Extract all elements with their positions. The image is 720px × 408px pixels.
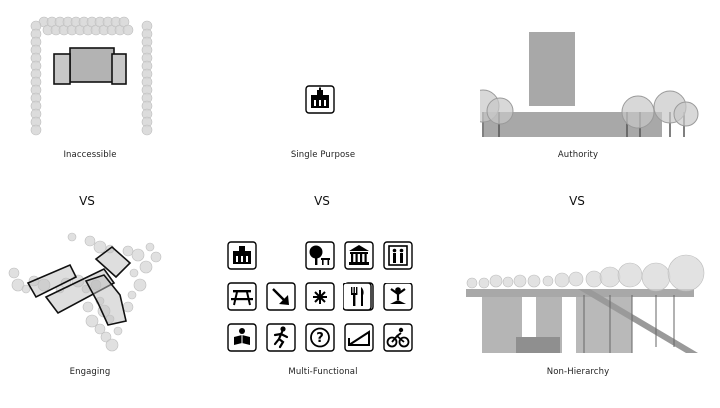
tree-circle [8, 267, 20, 279]
tree-circle [585, 270, 603, 288]
non-hierarchy-diagram [466, 254, 705, 353]
tree-circle [131, 248, 145, 262]
cycling-icon [383, 323, 413, 352]
museum-icon [344, 241, 374, 270]
arrow-down-right-icon [266, 282, 296, 311]
tree-circle [617, 262, 643, 288]
tree-circle [568, 271, 584, 287]
tree-circle [466, 277, 478, 289]
tree-canopy-row [466, 254, 705, 292]
skating-icon [266, 323, 296, 352]
tree-circle [113, 326, 123, 336]
vs-label-2: VS [314, 194, 330, 208]
tree-circle [100, 331, 112, 343]
tree-circle [30, 124, 42, 136]
tree-border [30, 16, 153, 136]
tree-circle [129, 268, 139, 278]
tree-circle [82, 301, 94, 313]
tree-circle [599, 266, 621, 288]
tree-circle [478, 277, 490, 289]
vs-label-3: VS [569, 194, 585, 208]
tree-circle [67, 232, 77, 242]
overlapping-buildings [466, 289, 698, 353]
engaging-diagram [8, 232, 162, 352]
caption-inaccessible: Inaccessible [63, 150, 117, 160]
caption-single-purpose: Single Purpose [290, 150, 356, 160]
tree-circle [502, 276, 514, 288]
meditation-icon [383, 283, 413, 311]
tree-circle [141, 124, 153, 136]
tree-circle [93, 240, 107, 254]
tree-circle [94, 323, 106, 335]
information-icon: ? [305, 323, 335, 352]
vs-label-1: VS [79, 194, 95, 208]
caption-authority: Authority [557, 150, 599, 160]
tree-circle [105, 338, 119, 352]
skate-ramp-icon [344, 323, 374, 352]
tree-circle [122, 24, 134, 36]
picnic-table-icon [227, 282, 257, 311]
reading-icon [227, 323, 257, 352]
tower-building [529, 32, 575, 106]
tree-circle [133, 278, 147, 292]
tree-circle [85, 314, 99, 328]
caption-non-hierarchy: Non-Hierarchy [546, 367, 610, 377]
caption-multi-functional: Multi-Functional [288, 367, 358, 377]
tree-bench-icon [305, 241, 335, 270]
caption-engaging: Engaging [69, 367, 111, 377]
trees [480, 89, 699, 137]
tree-circle [542, 275, 554, 287]
single-purpose-diagram [305, 85, 335, 114]
inaccessible-diagram [30, 16, 153, 136]
authority-diagram [480, 32, 699, 137]
tree-circle [145, 242, 155, 252]
interwoven-buildings [26, 245, 132, 326]
tree-circle [127, 290, 137, 300]
tree-circle [641, 262, 671, 292]
tree-circle [139, 260, 153, 274]
multi-functional-diagram: ? [227, 241, 413, 352]
tree-circle [667, 254, 705, 292]
tree-circle [21, 284, 31, 294]
city-hall-icon [227, 241, 257, 270]
tree-circle [84, 235, 96, 247]
tree-circle [150, 251, 162, 263]
tree-circle [527, 274, 541, 288]
city-hall-icon [305, 85, 335, 114]
tree-circle [11, 278, 25, 292]
tree-circle [122, 245, 134, 257]
tree-circle [122, 301, 134, 313]
tree-circle [513, 274, 527, 288]
restaurant-icon [343, 283, 372, 311]
svg-text:?: ? [316, 331, 324, 346]
central-building [53, 47, 127, 85]
star-burst-icon [305, 282, 335, 311]
multi-functional-row2-right [343, 283, 413, 311]
elevator-icon [383, 241, 413, 270]
tree-circle [489, 274, 503, 288]
tree-circle [554, 272, 570, 288]
